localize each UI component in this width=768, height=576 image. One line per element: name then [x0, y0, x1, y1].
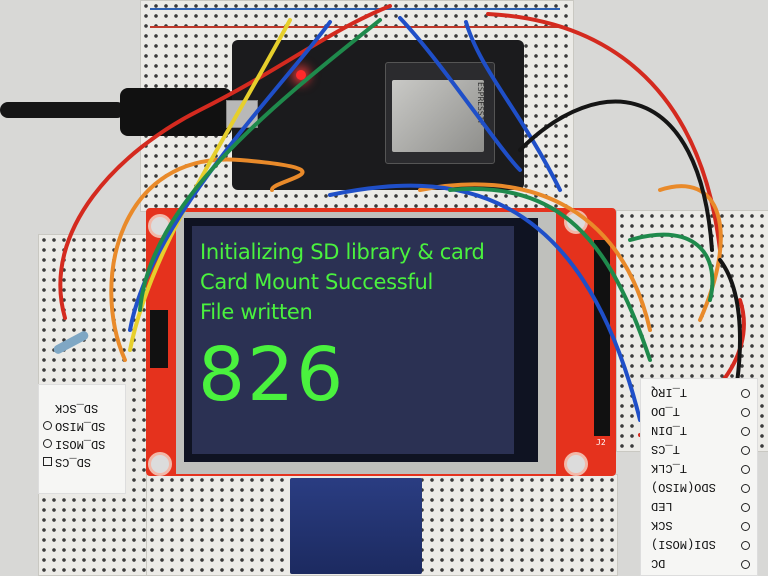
- label-sdi-mosi: SDI(MOSI): [651, 537, 716, 551]
- mount-hole-bottom-right: [564, 452, 588, 476]
- esp32-shield-can: [392, 80, 484, 152]
- pin-marker: [43, 421, 52, 430]
- pin-marker: [741, 484, 750, 493]
- screen-line-init: Initializing SD library & card: [200, 240, 485, 264]
- pin-marker: [741, 389, 750, 398]
- left-pin-header: [150, 310, 168, 368]
- label-led: LED: [651, 499, 673, 513]
- label-sd-miso: SD_MISO: [55, 419, 106, 433]
- pin-marker: [43, 439, 52, 448]
- label-t-do: T_DO: [651, 404, 680, 418]
- wire-orange-right: [418, 182, 652, 332]
- power-rail-red: [150, 26, 560, 28]
- tft-screen: Initializing SD library & card Card Moun…: [192, 226, 514, 454]
- wire-orange-left: [109, 157, 305, 362]
- screen-line-file: File written: [200, 300, 313, 324]
- pin-marker: [741, 408, 750, 417]
- sd-card: [290, 478, 422, 574]
- label-sd-cs: SD_CS: [55, 455, 92, 469]
- pin-marker: [741, 427, 750, 436]
- pin-marker: [741, 446, 750, 455]
- screen-counter: 826: [198, 332, 346, 418]
- silkscreen-j2: J2: [596, 438, 606, 447]
- label-t-cs: T_CS: [651, 442, 680, 456]
- wire-green-right: [448, 186, 652, 362]
- wire-green-far: [628, 232, 715, 302]
- pin-marker: [741, 465, 750, 474]
- usb-plug: [120, 88, 232, 136]
- pin-marker: [741, 560, 750, 569]
- wire-green-left: [138, 18, 382, 312]
- wire-blue-top: [464, 20, 562, 192]
- pin-label-card-left: SD_SCK SD_MISO SD_MOSI SD_CS: [38, 384, 126, 494]
- label-sd-mosi: SD_MOSI: [55, 437, 106, 451]
- wire-blue-mid: [398, 16, 522, 172]
- pin-marker: [43, 457, 52, 466]
- screen-line-mount: Card Mount Successful: [200, 270, 434, 294]
- right-pin-header: [594, 240, 610, 436]
- label-sck: SCK: [651, 518, 673, 532]
- pin-marker: [741, 503, 750, 512]
- wire-black: [518, 99, 714, 252]
- label-t-irq: T_IRQ: [651, 385, 688, 399]
- power-rail-blue: [150, 8, 560, 10]
- wire-red-right: [486, 12, 722, 252]
- pin-label-card-right: T_IRQ T_DO T_DIN T_CS T_CLK SDO(MISO) LE…: [640, 378, 758, 576]
- label-t-din: T_DIN: [651, 423, 688, 437]
- label-t-clk: T_CLK: [651, 461, 688, 475]
- pin-marker: [741, 522, 750, 531]
- mount-hole-bottom-left: [148, 452, 172, 476]
- wire-red-left: [58, 4, 392, 320]
- usb-cable: [0, 102, 125, 118]
- label-dc: DC: [651, 556, 666, 570]
- label-sdo-miso: SDO(MISO): [651, 480, 716, 494]
- pin-marker: [741, 541, 750, 550]
- label-sd-sck: SD_SCK: [55, 401, 99, 415]
- power-led: [296, 70, 306, 80]
- esp32-module-text: ESPRESSIF: [476, 82, 485, 126]
- wire-blue-right: [328, 183, 642, 422]
